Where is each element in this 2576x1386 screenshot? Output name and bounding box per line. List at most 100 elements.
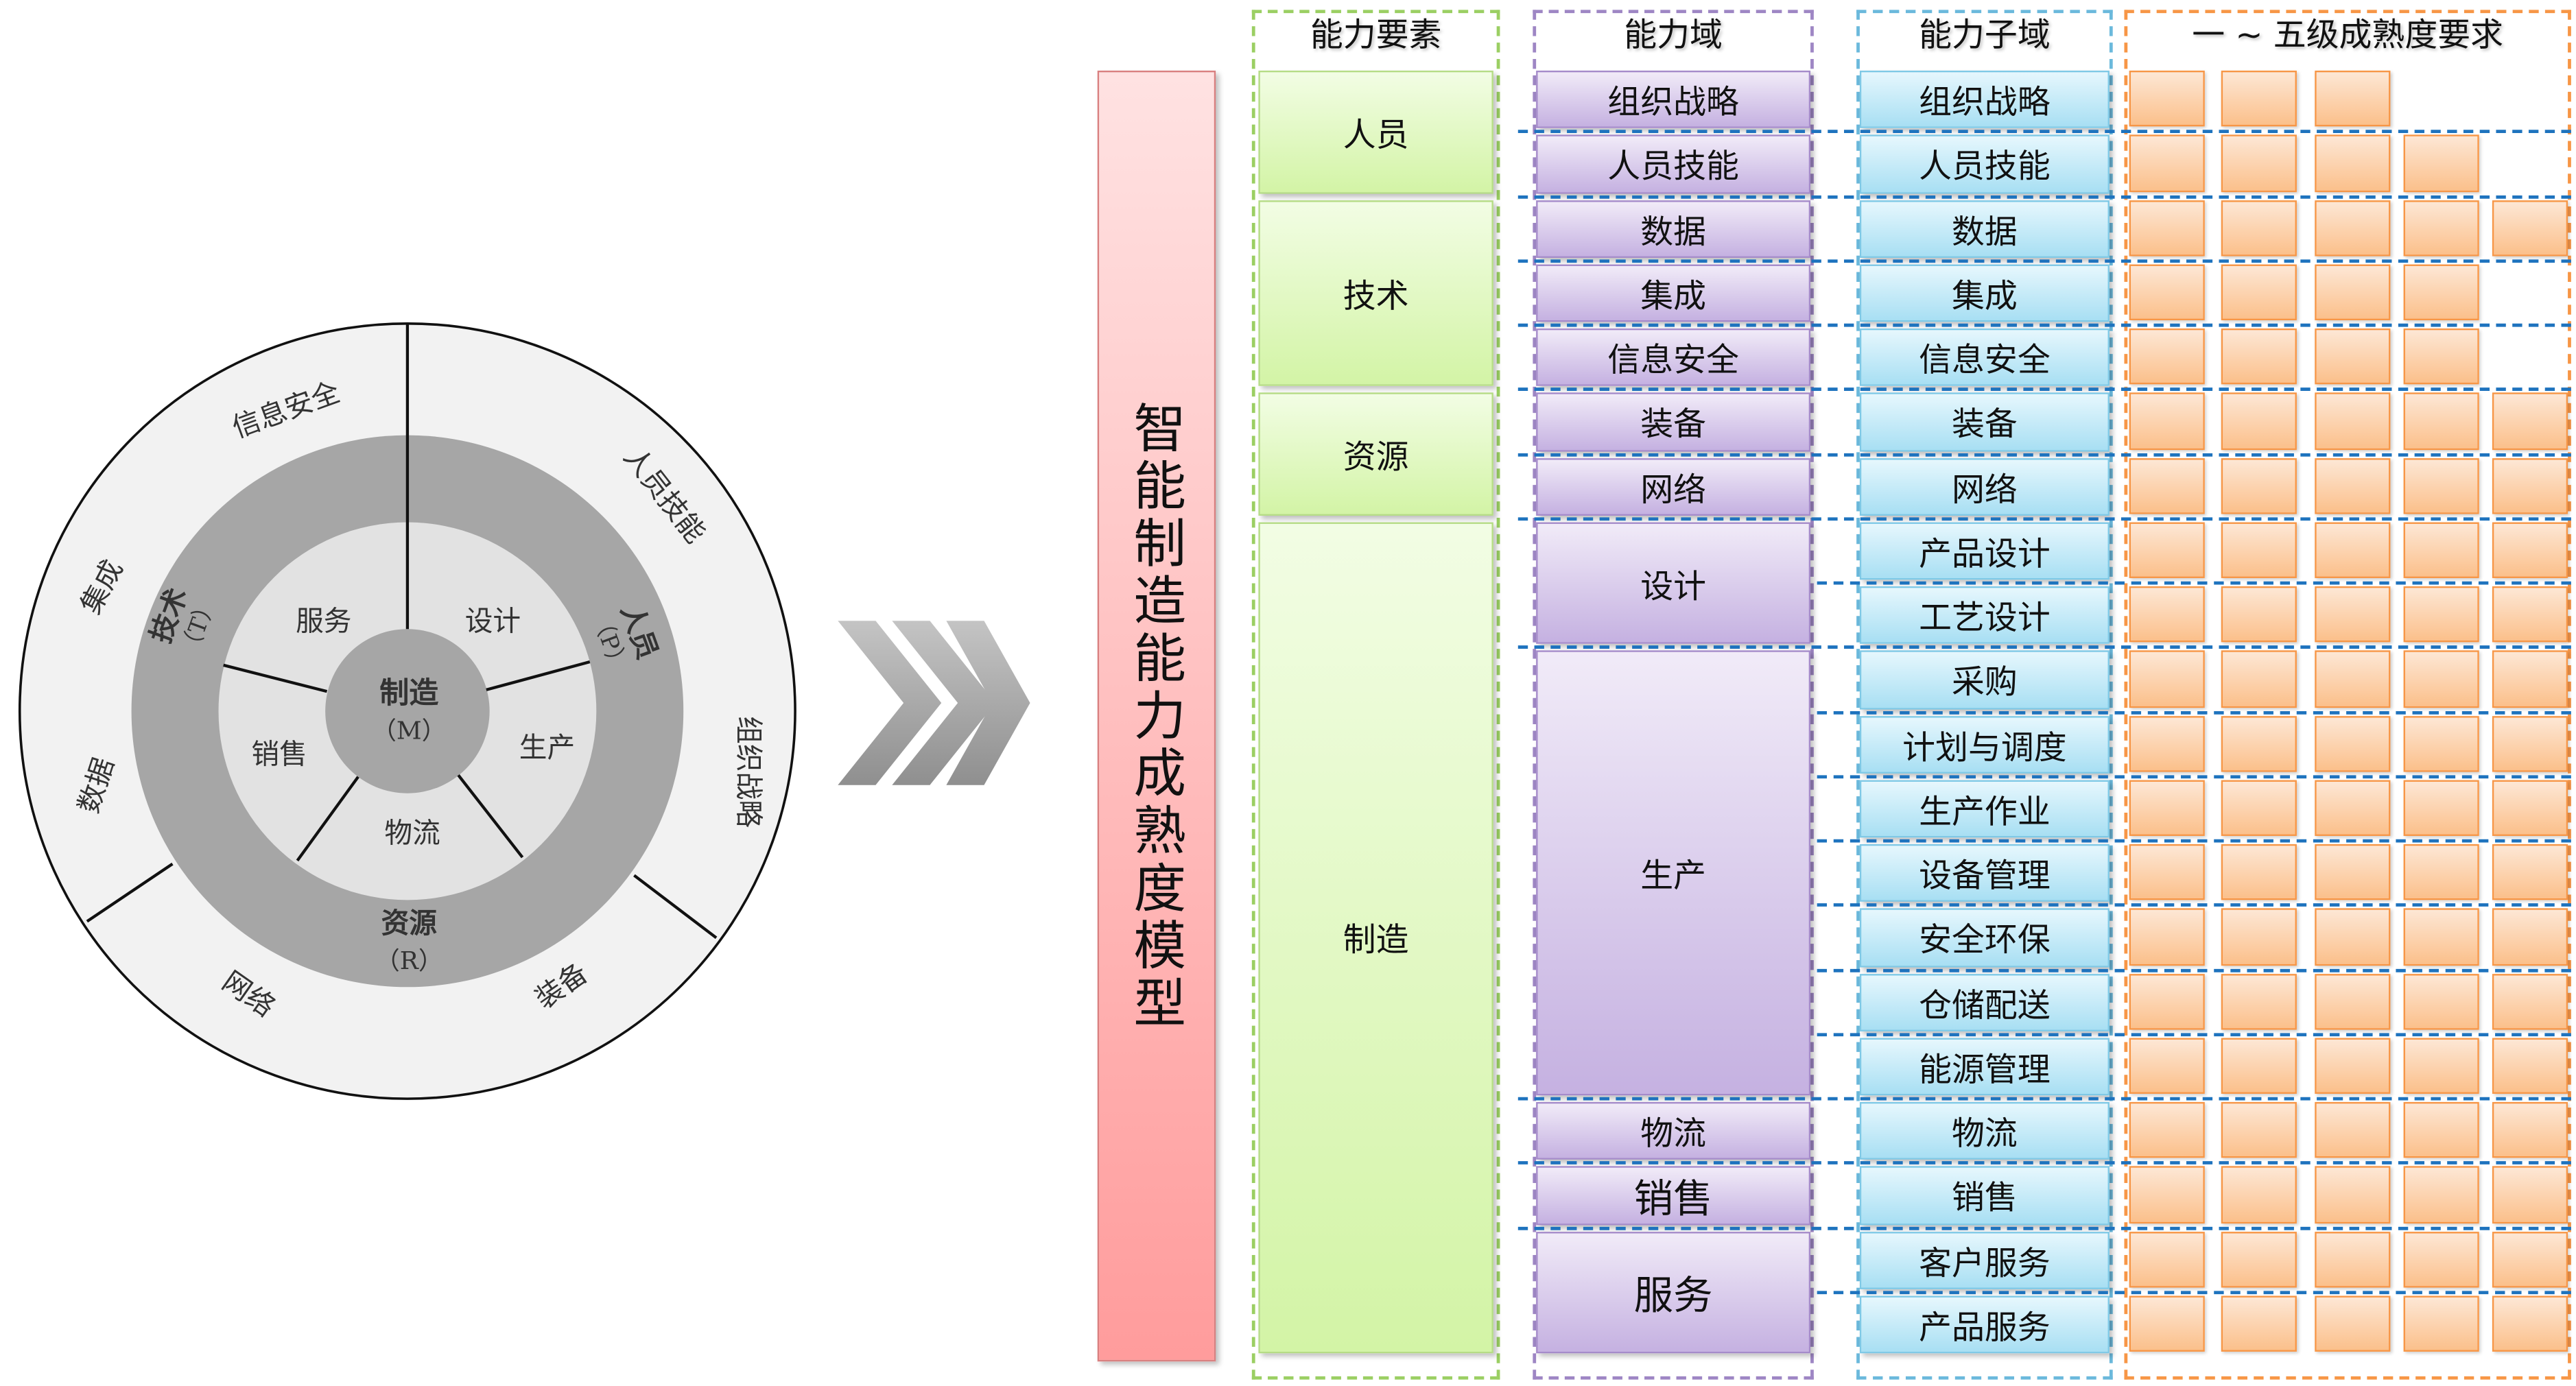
subdomain-cell: 计划与调度: [1859, 715, 2110, 774]
domain-cell: 信息安全: [1536, 328, 1811, 387]
subdomain-cell: 生产作业: [1859, 779, 2110, 838]
row-separator: [1517, 323, 2571, 327]
maturity-level-4-block: [2403, 1101, 2479, 1158]
domain-cell: 集成: [1536, 263, 1811, 322]
maturity-level-4-block: [2403, 972, 2479, 1029]
maturity-level-5-block: [2492, 1037, 2568, 1094]
subdomain-cell: 集成: [1859, 263, 2110, 322]
row-separator: [1517, 1226, 2571, 1230]
maturity-level-2-block: [2221, 199, 2297, 256]
maturity-level-3-block: [2315, 586, 2391, 643]
maturity-level-1-block: [2129, 392, 2205, 449]
row-separator: [1517, 1097, 2571, 1101]
maturity-level-3-block: [2315, 844, 2391, 900]
domain-cell: 设计: [1536, 521, 1811, 645]
maturity-level-3-block: [2315, 70, 2391, 127]
maturity-level-3-block: [2315, 392, 2391, 449]
maturity-level-3-block: [2315, 521, 2391, 578]
domain-cell: 物流: [1536, 1101, 1811, 1160]
domain-cell: 数据: [1536, 199, 1811, 258]
maturity-level-1-block: [2129, 263, 2205, 320]
maturity-level-1-block: [2129, 521, 2205, 578]
subdomain-cell: 能源管理: [1859, 1037, 2110, 1096]
domain-cell: 服务: [1536, 1230, 1811, 1354]
element-cell: 人员: [1258, 70, 1493, 193]
maturity-level-2-block: [2221, 844, 2297, 900]
maturity-level-1-block: [2129, 779, 2205, 836]
maturity-level-2-block: [2221, 650, 2297, 707]
row-separator: [1517, 130, 2571, 134]
maturity-wheel: 信息安全 人员技能 组织战略 装备 网络 数据 集成 技术 （T） 人员 （P）…: [18, 322, 796, 1100]
subdomain-cell: 安全环保: [1859, 908, 2110, 967]
row-separator: [1517, 516, 2571, 521]
row-separator: [1817, 1032, 2571, 1036]
maturity-level-5-block: [2492, 1166, 2568, 1223]
element-cell: 制造: [1258, 521, 1493, 1354]
maturity-level-4-block: [2403, 1166, 2479, 1223]
domain-cell: 组织战略: [1536, 70, 1811, 129]
maturity-level-3-block: [2315, 908, 2391, 965]
maturity-level-4-block: [2403, 586, 2479, 643]
maturity-level-1-block: [2129, 328, 2205, 385]
maturity-level-3-block: [2315, 1101, 2391, 1158]
inner-label: 设计: [465, 605, 521, 638]
header-element: 能力要素: [1310, 14, 1442, 55]
element-column: [1251, 10, 1500, 1380]
maturity-level-4-block: [2403, 392, 2479, 449]
maturity-level-3-block: [2315, 1230, 2391, 1287]
maturity-level-3-block: [2315, 779, 2391, 836]
row-separator: [1517, 452, 2571, 456]
maturity-level-4-block: [2403, 457, 2479, 514]
inner-label: 物流: [384, 817, 440, 850]
subdomain-cell: 工艺设计: [1859, 586, 2110, 645]
row-separator: [1817, 968, 2571, 972]
maturity-level-2-block: [2221, 779, 2297, 836]
row-separator: [1517, 645, 2571, 649]
maturity-level-3-block: [2315, 263, 2391, 320]
row-separator: [1517, 259, 2571, 263]
row-separator: [1817, 774, 2571, 778]
maturity-level-1-block: [2129, 908, 2205, 965]
maturity-level-2-block: [2221, 586, 2297, 643]
maturity-level-1-block: [2129, 1037, 2205, 1094]
domain-cell: 人员技能: [1536, 134, 1811, 193]
maturity-level-5-block: [2492, 392, 2568, 449]
row-separator: [1817, 581, 2571, 585]
row-separator: [1517, 1161, 2571, 1165]
maturity-level-2-block: [2221, 392, 2297, 449]
maturity-level-5-block: [2492, 1101, 2568, 1158]
maturity-level-4-block: [2403, 199, 2479, 256]
maturity-level-4-block: [2403, 328, 2479, 385]
maturity-level-1-block: [2129, 70, 2205, 127]
subdomain-cell: 装备: [1859, 392, 2110, 451]
maturity-level-2-block: [2221, 972, 2297, 1029]
maturity-level-1-block: [2129, 650, 2205, 707]
maturity-level-5-block: [2492, 199, 2568, 256]
subdomain-cell: 仓储配送: [1859, 972, 2110, 1031]
model-title: 智能制造能力成熟度模型: [1125, 400, 1188, 1033]
svg-text:（R）: （R）: [375, 947, 443, 975]
maturity-level-1-block: [2129, 1166, 2205, 1223]
maturity-level-1-block: [2129, 1295, 2205, 1352]
inner-label: 服务: [296, 605, 351, 638]
inner-label: 生产: [519, 731, 575, 764]
maturity-level-4-block: [2403, 844, 2479, 900]
maturity-level-5-block: [2492, 650, 2568, 707]
maturity-level-1-block: [2129, 199, 2205, 256]
subdomain-cell: 物流: [1859, 1101, 2110, 1160]
domain-cell: 生产: [1536, 650, 1811, 1096]
maturity-level-3-block: [2315, 1295, 2391, 1352]
row-separator: [1517, 194, 2571, 198]
maturity-level-3-block: [2315, 1166, 2391, 1223]
maturity-level-3-block: [2315, 715, 2391, 772]
maturity-level-4-block: [2403, 263, 2479, 320]
element-cell: 技术: [1258, 199, 1493, 387]
subdomain-cell: 信息安全: [1859, 328, 2110, 387]
element-cell: 资源: [1258, 392, 1493, 516]
maturity-level-4-block: [2403, 650, 2479, 707]
center-code: （M）: [372, 717, 447, 745]
triple-chevron-right-icon: [838, 621, 1030, 785]
domain-column: [1533, 10, 1814, 1380]
domain-cell: 网络: [1536, 457, 1811, 516]
maturity-level-5-block: [2492, 1295, 2568, 1352]
